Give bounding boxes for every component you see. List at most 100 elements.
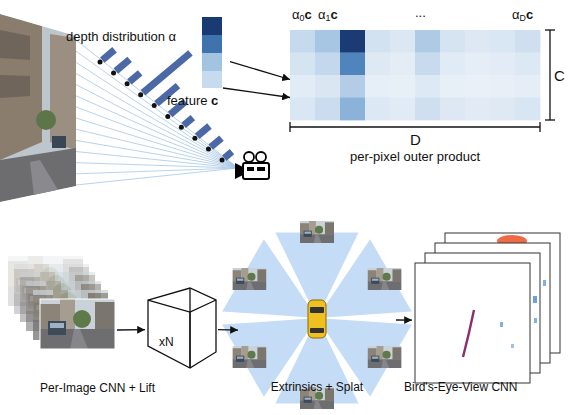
- camera-rays: [76, 40, 238, 185]
- camera-photo: [300, 221, 334, 243]
- matrix-cell: [315, 98, 340, 121]
- depth-sample: [192, 136, 197, 141]
- matrix-cell: [390, 30, 415, 53]
- camera-frustum: [222, 239, 317, 318]
- matrix-cell: [340, 53, 365, 76]
- camera-photo: [368, 346, 402, 368]
- depth-bar: [208, 136, 223, 150]
- outer-product-cells: [290, 30, 540, 120]
- matrix-cell: [290, 30, 315, 53]
- outer-product-grid: α0cα1c...αDcCDper-pixel outer product: [290, 30, 540, 120]
- flow-arrow: [218, 329, 238, 331]
- depth-sample: [206, 147, 211, 152]
- image-stack: [8, 256, 115, 349]
- node-label: D: [410, 131, 424, 148]
- node-label: α0c: [292, 8, 322, 23]
- dimension-brackets: [290, 30, 555, 132]
- camera-photo: [232, 268, 266, 290]
- camera-photo: [368, 268, 402, 290]
- node-label: C: [554, 67, 568, 84]
- node-label: ...: [415, 6, 445, 21]
- camera-ray: [76, 118, 238, 168]
- depth-bar: [141, 50, 193, 95]
- matrix-cell: [490, 75, 515, 98]
- cnn-block: xN: [145, 286, 218, 370]
- flow-arrow: [117, 329, 145, 331]
- camera-ray: [76, 51, 238, 168]
- matrix-cell: [440, 30, 465, 53]
- depth-sample: [98, 60, 103, 65]
- camera-ray: [76, 40, 238, 168]
- depth-sample: [138, 92, 143, 97]
- matrix-cell: [515, 53, 540, 76]
- depth-bar: [100, 47, 117, 63]
- matrix-cell: [415, 75, 440, 98]
- matrix-cell: [315, 53, 340, 76]
- matrix-cell: [390, 53, 415, 76]
- camera-rig: Extrinsics + Splat: [238, 214, 396, 400]
- matrix-cell: [340, 98, 365, 121]
- matrix-cell: [315, 75, 340, 98]
- camera-frustums: [222, 233, 412, 404]
- camera-ray: [76, 107, 238, 168]
- feature-column: [202, 17, 222, 88]
- bev-stack: Bird's-Eye-View CNN: [412, 232, 557, 387]
- camera-ray: [76, 168, 238, 185]
- node-label: feature c: [167, 94, 237, 109]
- matrix-cell: [365, 30, 390, 53]
- matrix-cell: [465, 98, 490, 121]
- depth-bar: [195, 123, 212, 139]
- matrix-cell: [490, 30, 515, 53]
- bev-stack: [415, 233, 560, 383]
- camera-ray: [76, 163, 238, 168]
- node-label: αDc: [512, 8, 542, 23]
- flow-arrow: [396, 319, 412, 320]
- depth-sample: [165, 114, 170, 119]
- matrix-cell: [390, 75, 415, 98]
- matrix-cell: [465, 75, 490, 98]
- node-label: per-pixel outer product: [335, 150, 495, 165]
- matrix-cell: [365, 98, 390, 121]
- matrix-cell: [340, 30, 365, 53]
- depth-sample: [111, 70, 116, 75]
- matrix-cell: [515, 75, 540, 98]
- camera-photo: [232, 346, 266, 368]
- image-stack: Per-Image CNN + Lift: [5, 252, 117, 352]
- flow-arrow: [230, 62, 290, 80]
- matrix-cell: [490, 53, 515, 76]
- matrix-cell: [490, 98, 515, 121]
- matrix-cell: [515, 30, 540, 53]
- node-label: α1c: [318, 8, 348, 23]
- matrix-cell: [415, 98, 440, 121]
- depth-bar: [114, 57, 132, 74]
- depth-sample: [125, 81, 130, 86]
- matrix-cell: [440, 53, 465, 76]
- cnn-block: [148, 288, 216, 368]
- camera-ray: [76, 129, 238, 168]
- node-label: Extrinsics + Splat: [252, 381, 382, 395]
- matrix-cell: [465, 30, 490, 53]
- matrix-cell: [340, 75, 365, 98]
- surround-photos: [232, 221, 401, 409]
- depth-sample: [179, 125, 184, 130]
- ego-car: [308, 300, 326, 338]
- camera-icon: [235, 152, 269, 179]
- matrix-cell: [365, 53, 390, 76]
- matrix-cell: [365, 75, 390, 98]
- matrix-cell: [415, 53, 440, 76]
- camera-ray: [76, 85, 238, 168]
- matrix-cell: [290, 98, 315, 121]
- matrix-cell: [390, 98, 415, 121]
- matrix-cell: [290, 53, 315, 76]
- depth-sample: [152, 103, 157, 108]
- matrix-cell: [415, 30, 440, 53]
- flow-arrow: [223, 88, 290, 98]
- matrix-cell: [440, 98, 465, 121]
- camera-frustum: [317, 239, 412, 318]
- node-label: Bird's-Eye-View CNN: [404, 381, 549, 395]
- camera-ray: [76, 152, 238, 168]
